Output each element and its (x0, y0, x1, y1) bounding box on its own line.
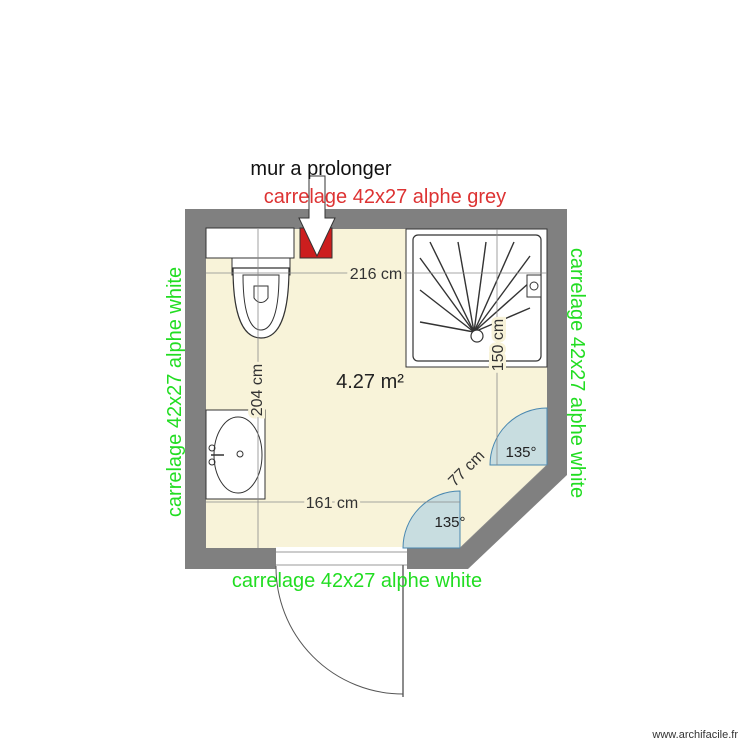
room-area: 4.27 m² (336, 371, 404, 393)
corner-fillet-upper (489, 407, 548, 466)
dim-shower-height: 150 cm (490, 319, 507, 371)
down-arrow-icon (298, 175, 336, 258)
tile-label-bottom: carrelage 42x27 alphe white (232, 570, 482, 592)
tile-label-right: carrelage 42x27 alphe white (566, 248, 588, 498)
door-swing-arc (275, 565, 404, 695)
tile-label-left: carrelage 42x27 alphe white (164, 267, 186, 517)
angle-upper: 135° (505, 444, 536, 461)
wall-note: mur a prolonger (250, 158, 392, 180)
dim-height-left: 204 cm (249, 364, 266, 416)
angle-lower: 135° (434, 514, 465, 531)
toilet (231, 257, 291, 339)
tile-label-top: carrelage 42x27 alphe grey (264, 186, 506, 208)
corner-fillet-lower (402, 490, 461, 549)
dim-width-top: 216 cm (350, 266, 402, 283)
footer-credit[interactable]: www.archifacile.fr (651, 729, 738, 741)
dim-line-diagonal (459, 464, 548, 549)
dim-width-bottom: 161 cm (306, 495, 358, 512)
shower-tray (405, 228, 548, 368)
vanity-shelf (205, 227, 295, 259)
sink (205, 409, 266, 500)
door-opening (276, 547, 407, 570)
